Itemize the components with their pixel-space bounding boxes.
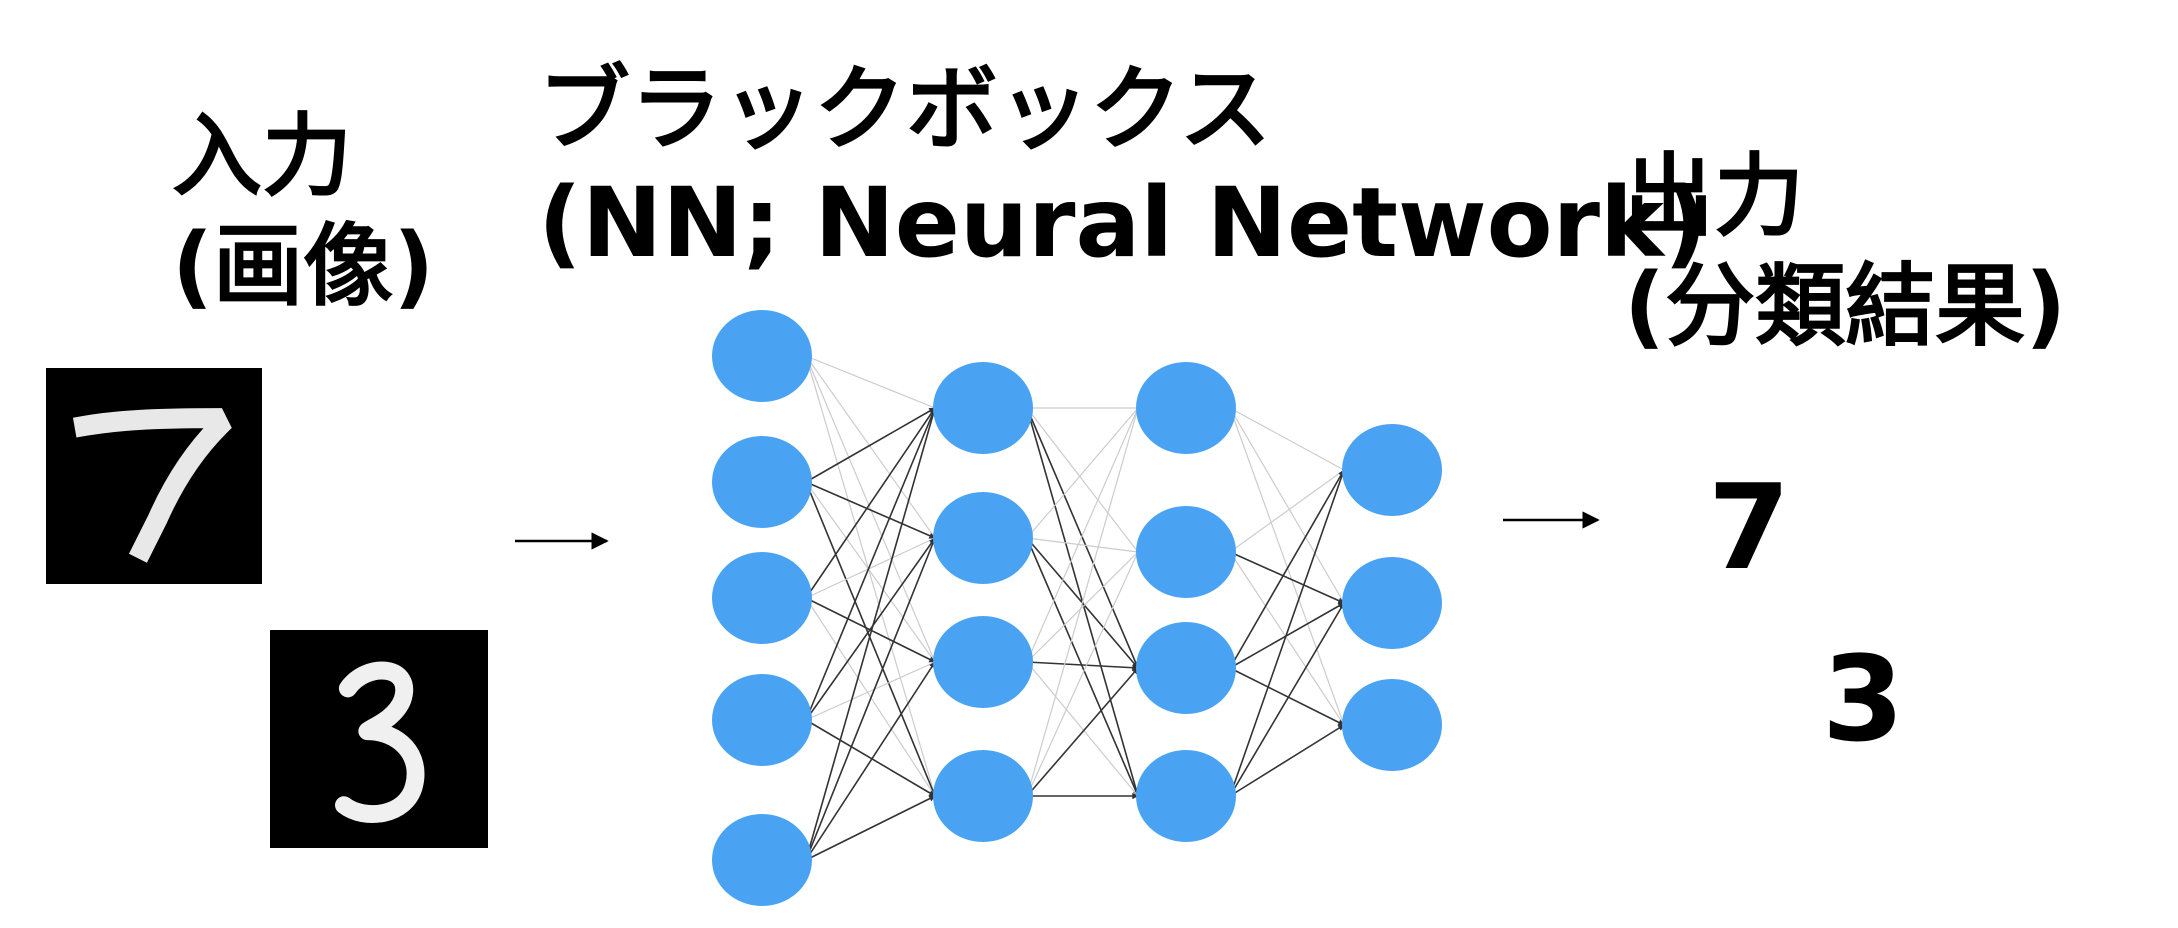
digit-3-stroke (335, 661, 425, 824)
input-title: 入力 (172, 104, 352, 209)
edge-l1-n2-to-n0 (1026, 407, 1139, 663)
node-layer1-2 (933, 616, 1033, 708)
edge-l0-n3-to-n2 (805, 661, 936, 721)
edge-l1-n0-to-n1 (1026, 407, 1139, 553)
result-digit-7: 7 (1708, 458, 1791, 596)
edge-l0-n2-to-n0 (805, 407, 936, 599)
edge-l0-n3-to-n1 (805, 537, 936, 721)
edge-l0-n2-to-n3 (805, 597, 936, 797)
edge-l2-n0-to-n1 (1229, 407, 1345, 604)
edge-l2-n3-to-n1 (1229, 602, 1345, 797)
input-image-digit-7 (46, 368, 262, 584)
edge-l1-n3-to-n0 (1026, 407, 1139, 797)
network-nodes (712, 310, 1442, 906)
blackbox-subtitle: (NN; Neural Network) (538, 167, 1708, 279)
node-layer1-1 (933, 492, 1033, 584)
node-layer2-3 (1136, 750, 1236, 842)
edge-l0-n0-to-n1 (805, 355, 936, 539)
edge-l2-n2-to-n1 (1229, 602, 1345, 669)
edge-l2-n2-to-n2 (1229, 667, 1345, 726)
node-layer0-3 (712, 674, 812, 766)
edge-l0-n1-to-n2 (805, 481, 936, 663)
edge-l1-n1-to-n1 (1026, 537, 1139, 553)
edge-l2-n1-to-n2 (1229, 551, 1345, 726)
output-title: 出力 (1624, 144, 1804, 249)
input-subtitle: (画像) (172, 214, 435, 319)
edge-l1-n2-to-n1 (1026, 551, 1139, 663)
edge-l1-n1-to-n0 (1026, 407, 1139, 539)
digit-7-stroke (72, 408, 232, 563)
edge-l2-n1-to-n1 (1229, 551, 1345, 604)
input-image-digit-3 (270, 630, 488, 848)
node-layer2-2 (1136, 622, 1236, 714)
edge-l0-n1-to-n1 (805, 481, 936, 539)
edge-l2-n1-to-n0 (1229, 469, 1345, 553)
edge-l0-n0-to-n3 (805, 355, 936, 797)
node-layer3-0 (1342, 424, 1442, 516)
edge-l2-n3-to-n0 (1229, 469, 1346, 797)
edge-l2-n0-to-n2 (1229, 407, 1345, 726)
blackbox-title: ブラックボックス (538, 56, 1272, 163)
edge-l1-n0-to-n2 (1026, 407, 1139, 669)
node-layer3-1 (1342, 557, 1442, 649)
node-layer2-1 (1136, 506, 1236, 598)
edge-l0-n3-to-n3 (805, 719, 936, 797)
edge-l2-n2-to-n0 (1229, 469, 1345, 669)
edge-l0-n4-to-n0 (805, 407, 937, 861)
result-digit-3: 3 (1822, 630, 1905, 768)
node-layer3-2 (1342, 679, 1442, 771)
network-edges (805, 355, 1346, 861)
edge-l1-n0-to-n3 (1026, 407, 1140, 797)
edge-l0-n1-to-n3 (805, 481, 936, 797)
edge-l0-n3-to-n0 (805, 407, 936, 721)
edge-l0-n1-to-n0 (805, 407, 936, 483)
edge-l1-n3-to-n1 (1026, 551, 1139, 797)
edge-l0-n0-to-n0 (805, 355, 936, 409)
edge-l1-n1-to-n2 (1026, 537, 1139, 669)
edge-l2-n3-to-n2 (1229, 724, 1345, 797)
edge-l0-n2-to-n2 (805, 597, 936, 663)
output-subtitle: (分類結果) (1624, 254, 2067, 359)
node-layer1-0 (933, 362, 1033, 454)
edge-l0-n4-to-n2 (805, 661, 936, 861)
node-layer1-3 (933, 750, 1033, 842)
node-layer0-1 (712, 436, 812, 528)
edge-l1-n3-to-n2 (1026, 667, 1139, 797)
edge-l1-n2-to-n3 (1026, 661, 1139, 797)
edge-l0-n0-to-n2 (805, 355, 936, 663)
edge-l0-n4-to-n3 (805, 795, 936, 861)
edge-l0-n2-to-n1 (805, 537, 936, 599)
node-layer0-2 (712, 552, 812, 644)
node-layer0-4 (712, 814, 812, 906)
edge-l1-n1-to-n3 (1026, 537, 1139, 797)
edge-l2-n0-to-n0 (1229, 407, 1345, 471)
node-layer2-0 (1136, 362, 1236, 454)
edge-l0-n4-to-n1 (805, 537, 936, 861)
node-layer0-0 (712, 310, 812, 402)
edge-l1-n2-to-n2 (1026, 661, 1139, 671)
